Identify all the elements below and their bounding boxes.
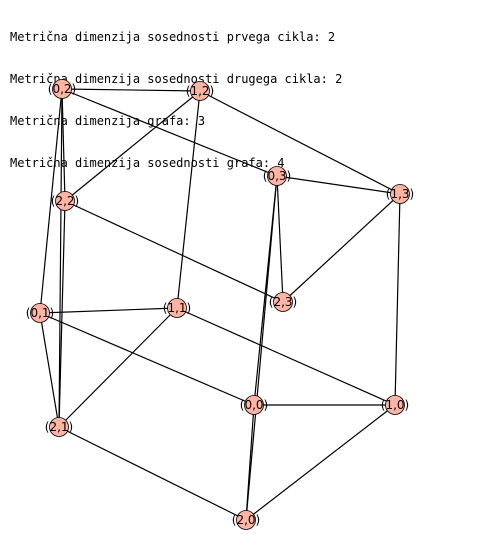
vertex-label: (2,0): [232, 513, 260, 527]
graph-edge: [394, 193, 401, 406]
vertex-label: (2,2): [51, 194, 79, 208]
graph-vertices: (0,2) (1,2) (0,3) (1,3) (2,2) (2,3) (0,1) (1,1)…: [26, 79, 414, 530]
graph-edge: [58, 200, 66, 428]
vertex-circle: [267, 166, 287, 186]
vertex-label: (1,1): [163, 301, 191, 315]
vertex-circle: [236, 510, 256, 530]
vertex-circle: [49, 417, 69, 437]
vertex-circle: [390, 184, 410, 204]
vertex-circle: [244, 395, 264, 415]
graph-edge: [245, 175, 278, 521]
vertex-label: (0,2): [48, 82, 76, 96]
graph-edge: [58, 88, 63, 428]
graph-vertex: (1,1): [163, 298, 191, 318]
graph-edge: [61, 88, 66, 202]
graph-edge: [61, 88, 278, 177]
vertex-label: (1,3): [386, 187, 414, 201]
vertex-circle: [167, 298, 187, 318]
graph-vertex: (2,1): [45, 417, 73, 437]
vertex-label: (2,3): [269, 295, 297, 309]
vertex-label: (2,1): [45, 420, 73, 434]
output-line: Metrična dimenzija sosednosti prvega cik…: [10, 30, 336, 44]
graph-edge: [176, 90, 201, 309]
vertex-circle: [385, 395, 405, 415]
graph-vertex: (2,3): [269, 292, 297, 312]
graph-vertex: (0,3): [263, 166, 291, 186]
vertex-label: (0,0): [240, 398, 268, 412]
graph-edge: [64, 90, 201, 202]
graph-vertex: (1,2): [186, 81, 214, 101]
graph-edge: [39, 312, 60, 428]
graph-edge: [58, 426, 247, 521]
graph-edge: [58, 307, 178, 428]
vertex-label: (1,0): [381, 398, 409, 412]
graph-edge: [245, 404, 255, 521]
vertex-circle: [52, 79, 72, 99]
graph-edge: [39, 88, 63, 314]
graph-edge: [64, 200, 284, 303]
graph-vertex: (0,1): [26, 303, 54, 323]
graph-edge: [199, 90, 401, 195]
graph-edge: [276, 175, 284, 303]
graph-vertex: (1,3): [386, 184, 414, 204]
vertex-label: (0,3): [263, 169, 291, 183]
graph-vertex: (0,0): [240, 395, 268, 415]
graph-edge: [39, 307, 178, 314]
graph-edge: [245, 404, 396, 521]
vertex-label: (0,1): [26, 306, 54, 320]
graph-edge: [276, 175, 401, 195]
vertex-circle: [273, 292, 293, 312]
output-line: Metrična dimenzija sosednosti grafa: 4: [10, 156, 285, 170]
vertex-circle: [55, 191, 75, 211]
graph-edge: [282, 193, 401, 303]
graph-vertex: (0,2): [48, 79, 76, 99]
graph-edge: [61, 88, 201, 92]
graph-edge: [176, 307, 396, 406]
vertex-label: (1,2): [186, 84, 214, 98]
graph-edge: [39, 312, 255, 406]
vertex-circle: [190, 81, 210, 101]
vertex-circle: [30, 303, 50, 323]
graph-vertex: (1,0): [381, 395, 409, 415]
graph-edges: [39, 88, 401, 521]
graph-vertex: (2,0): [232, 510, 260, 530]
graph-vertex: (2,2): [51, 191, 79, 211]
